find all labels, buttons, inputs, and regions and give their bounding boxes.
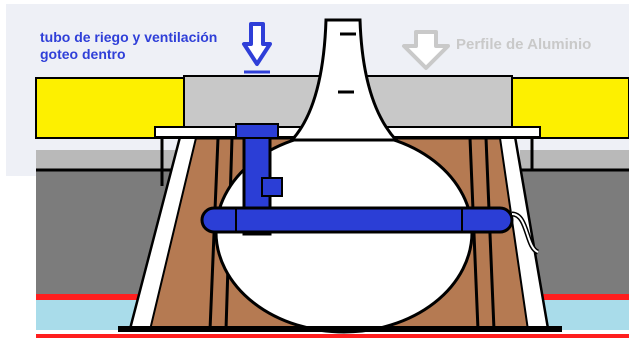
down-arrow-icon bbox=[244, 24, 270, 72]
bottom-red-line bbox=[36, 334, 629, 338]
irrigation-tube-label-line2: goteo dentro bbox=[40, 46, 217, 63]
gray-layer-left bbox=[36, 150, 176, 170]
irrigation-tube-label: tubo de riego y ventilación goteo dentro bbox=[40, 29, 217, 63]
aluminum-profile-label: Perfile de Aluminio bbox=[456, 36, 591, 53]
irrigation-tube-label-line1: tubo de riego y ventilación bbox=[40, 29, 217, 46]
down-arrow-icon bbox=[404, 32, 448, 68]
base-plate bbox=[118, 326, 562, 332]
horizontal-irrigation-tube bbox=[202, 208, 512, 232]
gray-layer-right bbox=[520, 150, 629, 170]
